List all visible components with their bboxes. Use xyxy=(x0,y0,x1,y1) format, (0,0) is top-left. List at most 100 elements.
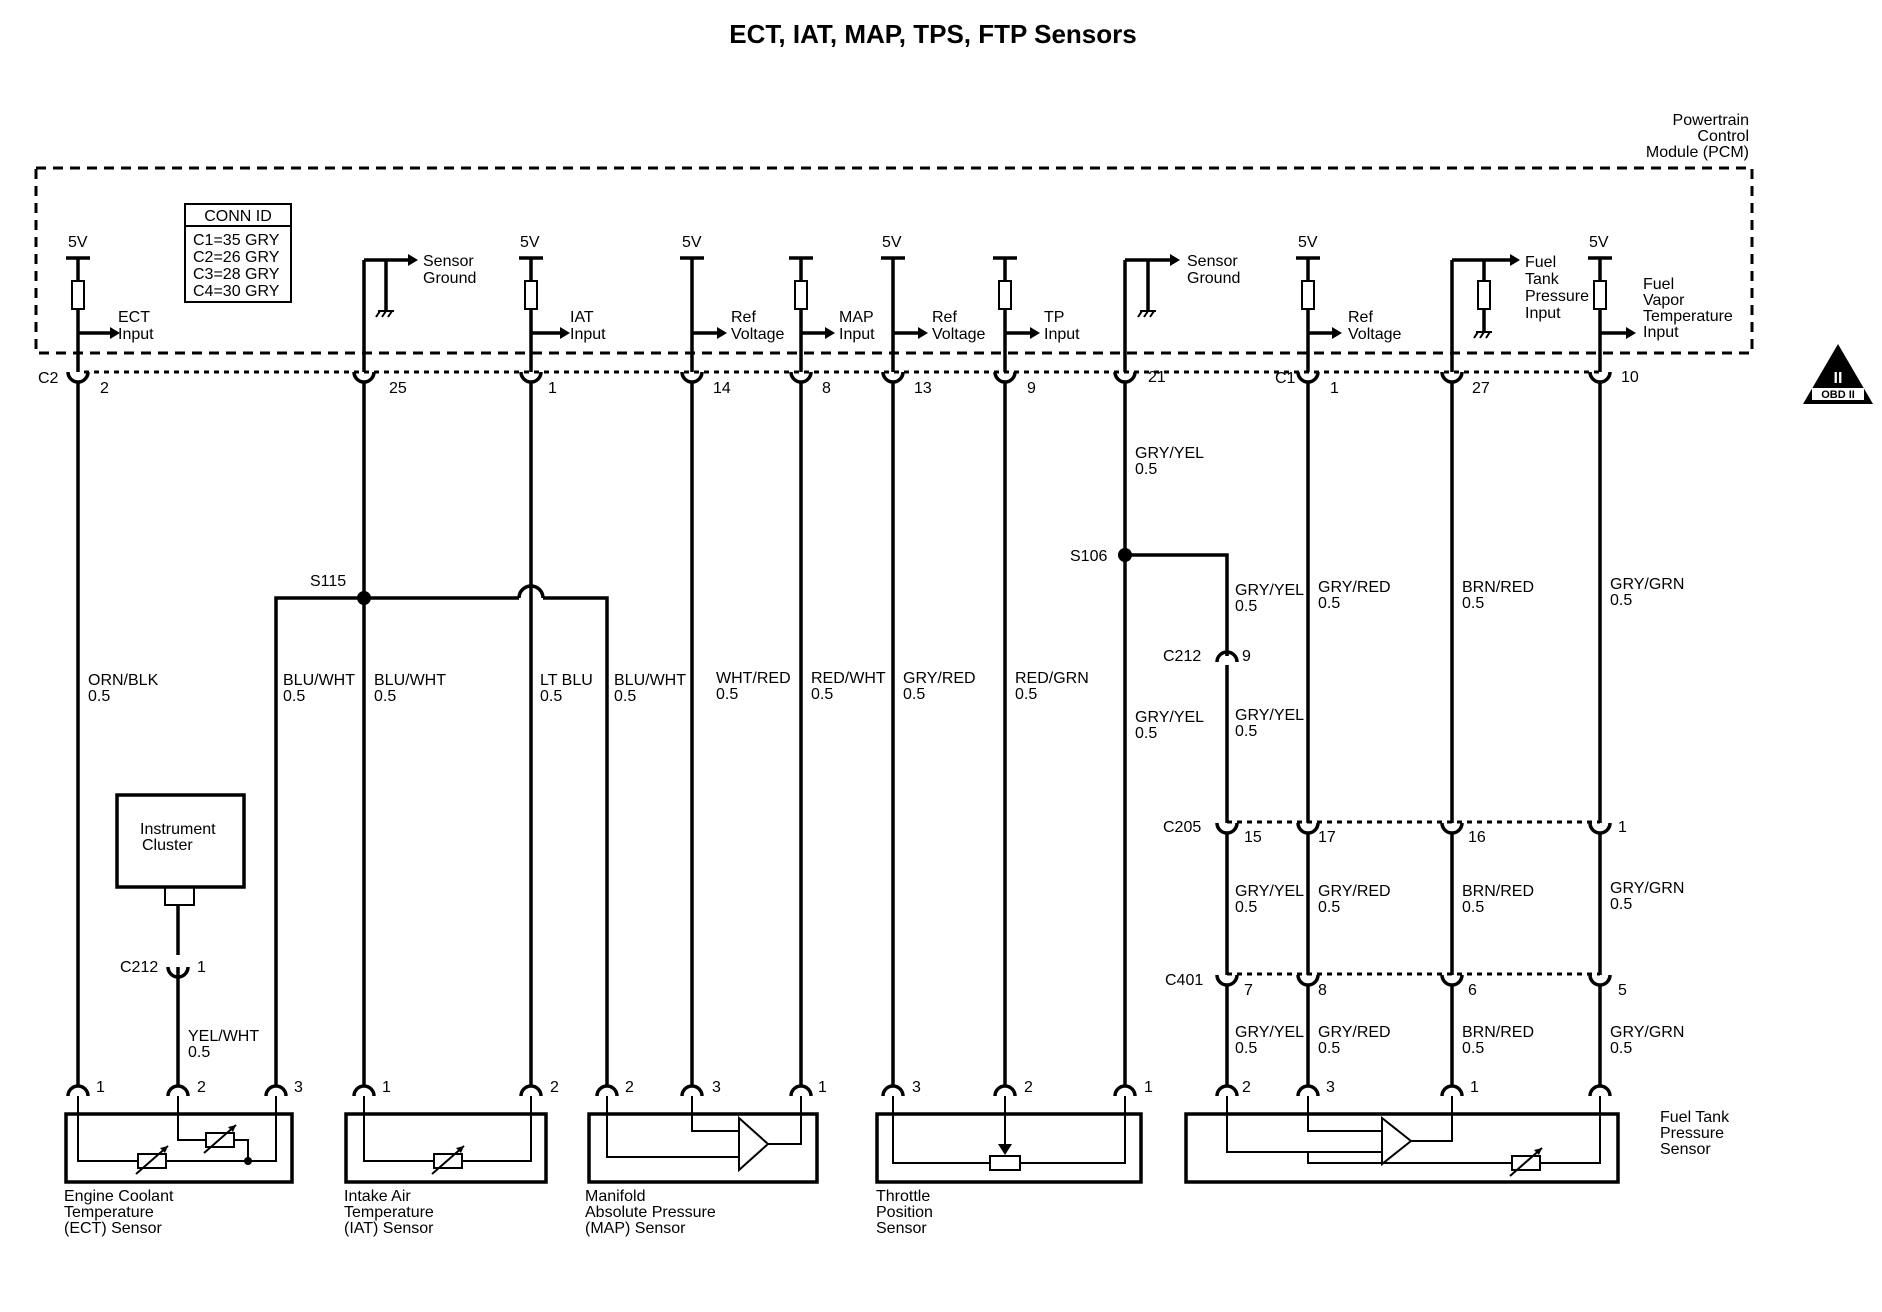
svg-text:21: 21 xyxy=(1148,369,1166,386)
svg-text:Temperature: Temperature xyxy=(344,1204,434,1221)
svg-text:IAT: IAT xyxy=(570,309,594,326)
svg-text:Ground: Ground xyxy=(423,270,476,287)
svg-text:GRY/YEL: GRY/YEL xyxy=(1235,1024,1304,1041)
svg-text:RED/GRN: RED/GRN xyxy=(1015,670,1089,687)
pcm-label: Powertrain Control Module (PCM) xyxy=(1646,112,1749,161)
svg-text:GRY/RED: GRY/RED xyxy=(1318,1024,1391,1041)
svg-text:C4=30 GRY: C4=30 GRY xyxy=(193,283,280,300)
svg-text:LT BLU: LT BLU xyxy=(540,672,593,689)
svg-text:5V: 5V xyxy=(882,234,902,251)
svg-text:GRY/YEL: GRY/YEL xyxy=(1235,707,1304,724)
svg-text:TP: TP xyxy=(1044,309,1064,326)
svg-text:OBD II: OBD II xyxy=(1821,389,1855,401)
splice-s115-label: S115 xyxy=(310,573,346,590)
svg-text:Instrument: Instrument xyxy=(140,821,216,838)
svg-text:1: 1 xyxy=(96,1079,105,1096)
connector-c2-label: C2 xyxy=(38,370,59,387)
svg-text:2: 2 xyxy=(1242,1079,1251,1096)
svg-text:II: II xyxy=(1834,370,1843,387)
svg-text:BLU/WHT: BLU/WHT xyxy=(283,672,355,689)
svg-text:Input: Input xyxy=(1643,324,1679,341)
svg-text:Vapor: Vapor xyxy=(1643,292,1685,309)
svg-text:Module (PCM): Module (PCM) xyxy=(1646,144,1749,161)
svg-text:WHT/RED: WHT/RED xyxy=(716,670,791,687)
svg-text:Cluster: Cluster xyxy=(142,837,193,854)
svg-text:GRY/YEL: GRY/YEL xyxy=(1135,709,1204,726)
instrument-cluster: Instrument Cluster xyxy=(115,793,246,906)
svg-text:Temperature: Temperature xyxy=(1643,308,1733,325)
svg-text:(MAP) Sensor: (MAP) Sensor xyxy=(585,1220,686,1237)
svg-text:0.5: 0.5 xyxy=(1235,723,1257,740)
svg-text:0.5: 0.5 xyxy=(716,686,738,703)
svg-text:0.5: 0.5 xyxy=(1135,461,1157,478)
svg-text:7: 7 xyxy=(1244,982,1253,999)
connector-c205: C205 15 17 16 1 xyxy=(1163,819,1627,846)
svg-text:Temperature: Temperature xyxy=(64,1204,154,1221)
svg-text:BLU/WHT: BLU/WHT xyxy=(374,672,446,689)
svg-text:10: 10 xyxy=(1621,369,1639,386)
svg-text:5V: 5V xyxy=(520,234,540,251)
svg-text:0.5: 0.5 xyxy=(903,686,925,703)
pcm-pin-numbers: 2 25 1 14 8 13 9 21 1 27 10 xyxy=(100,369,1639,397)
svg-text:0.5: 0.5 xyxy=(1610,592,1632,609)
svg-text:16: 16 xyxy=(1468,829,1486,846)
pcm-internal-circuits xyxy=(66,254,1636,372)
svg-text:GRY/RED: GRY/RED xyxy=(1318,579,1391,596)
svg-text:0.5: 0.5 xyxy=(1610,896,1632,913)
svg-text:3: 3 xyxy=(294,1079,303,1096)
splice-s115 xyxy=(357,591,371,605)
svg-text:0.5: 0.5 xyxy=(811,686,833,703)
conn-id-box: CONN ID C1=35 GRY C2=26 GRY C3=28 GRY C4… xyxy=(184,203,292,303)
svg-text:C205: C205 xyxy=(1163,819,1201,836)
svg-text:Input: Input xyxy=(118,326,154,343)
svg-text:0.5: 0.5 xyxy=(188,1044,210,1061)
svg-text:Sensor: Sensor xyxy=(1187,253,1238,270)
svg-text:YEL/WHT: YEL/WHT xyxy=(188,1028,259,1045)
svg-text:2: 2 xyxy=(625,1079,634,1096)
svg-text:Sensor: Sensor xyxy=(423,253,474,270)
svg-text:Input: Input xyxy=(839,326,875,343)
svg-text:BRN/RED: BRN/RED xyxy=(1462,579,1534,596)
svg-text:Input: Input xyxy=(1525,305,1561,322)
fuel-tank-pressure-sensor: 2 3 1 Fuel Tank Pressure Sensor xyxy=(1184,1079,1730,1184)
svg-text:0.5: 0.5 xyxy=(540,688,562,705)
connector-c1-label: C1 xyxy=(1275,370,1296,387)
svg-text:GRY/GRN: GRY/GRN xyxy=(1610,880,1684,897)
svg-text:5V: 5V xyxy=(68,234,88,251)
svg-text:1: 1 xyxy=(382,1079,391,1096)
svg-text:Ground: Ground xyxy=(1187,270,1240,287)
svg-text:Ref: Ref xyxy=(731,309,756,326)
svg-text:0.5: 0.5 xyxy=(1235,598,1257,615)
svg-text:Absolute Pressure: Absolute Pressure xyxy=(585,1204,716,1221)
svg-text:1: 1 xyxy=(1144,1079,1153,1096)
splice-s106-label: S106 xyxy=(1070,548,1107,565)
svg-text:5: 5 xyxy=(1618,982,1627,999)
svg-text:Sensor: Sensor xyxy=(876,1220,927,1237)
svg-text:0.5: 0.5 xyxy=(1235,899,1257,916)
svg-text:0.5: 0.5 xyxy=(1318,595,1340,612)
svg-text:C212: C212 xyxy=(1163,648,1201,665)
svg-text:Throttle: Throttle xyxy=(876,1188,930,1205)
svg-text:RED/WHT: RED/WHT xyxy=(811,670,886,687)
svg-text:Position: Position xyxy=(876,1204,933,1221)
svg-text:Pressure: Pressure xyxy=(1525,288,1589,305)
svg-text:2: 2 xyxy=(100,380,109,397)
svg-text:Fuel: Fuel xyxy=(1525,254,1556,271)
svg-text:Ref: Ref xyxy=(1348,309,1373,326)
svg-text:5V: 5V xyxy=(1298,234,1318,251)
svg-text:1: 1 xyxy=(1330,380,1339,397)
connector-c401: C401 7 8 6 5 xyxy=(1165,972,1627,999)
svg-text:MAP: MAP xyxy=(839,309,874,326)
svg-text:0.5: 0.5 xyxy=(1015,686,1037,703)
svg-text:Input: Input xyxy=(1044,326,1080,343)
svg-text:GRY/RED: GRY/RED xyxy=(903,670,976,687)
svg-text:2: 2 xyxy=(550,1079,559,1096)
svg-text:3: 3 xyxy=(912,1079,921,1096)
svg-text:Voltage: Voltage xyxy=(932,326,985,343)
svg-text:0.5: 0.5 xyxy=(283,688,305,705)
svg-text:2: 2 xyxy=(197,1079,206,1096)
svg-text:GRY/GRN: GRY/GRN xyxy=(1610,576,1684,593)
svg-text:Manifold: Manifold xyxy=(585,1188,645,1205)
